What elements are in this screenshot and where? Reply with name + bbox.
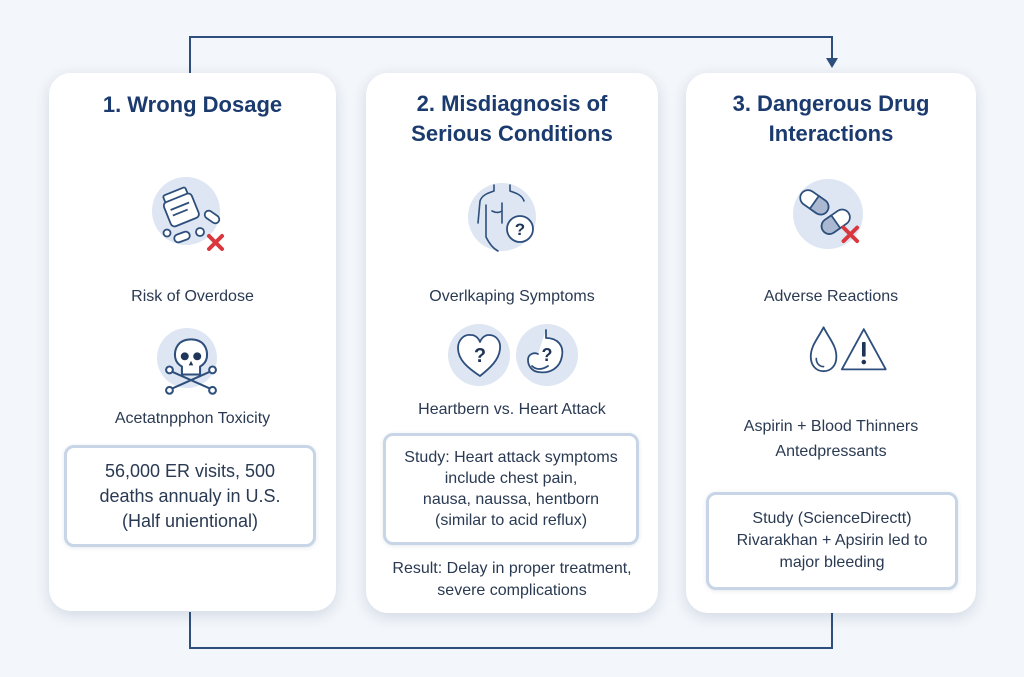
card-title: 3. Dangerous Drug Interactions bbox=[732, 91, 930, 146]
capsules-interaction-icon bbox=[793, 179, 863, 249]
caption-aspirin-blood-thinners: Aspirin + Blood Thinners Antedpressants bbox=[743, 418, 919, 460]
stats-line: 56,000 ER visits, 500 bbox=[104, 460, 276, 481]
skull-crossbones-icon bbox=[157, 328, 217, 395]
stats-box: 56,000 ER visits, 500 deaths annualy in … bbox=[64, 445, 316, 547]
study-box: Study: Heart attack symptoms include che… bbox=[383, 433, 639, 545]
svg-text:?: ? bbox=[474, 345, 486, 367]
card-title: 2. Misdiagnosis of Serious Conditions bbox=[411, 91, 613, 146]
card-title: 1. Wrong Dosage bbox=[102, 92, 283, 117]
study-line: include chest pain, bbox=[444, 470, 578, 487]
bottom-return-line bbox=[189, 612, 833, 649]
heart-stomach-question-icon: ? ? bbox=[448, 324, 578, 388]
stats-line: deaths annualy in U.S. bbox=[99, 485, 281, 506]
study-line: Study (ScienceDirectt) bbox=[752, 510, 912, 527]
pill-bottle-overdose-icon bbox=[152, 177, 224, 251]
result-text: Result: Delay in proper treatment, sever… bbox=[392, 560, 632, 599]
card-misdiagnosis: 2. Misdiagnosis of Serious Conditions ? … bbox=[366, 73, 658, 613]
study-line: nausa, naussa, hentborn bbox=[422, 491, 600, 508]
caption-heartburn-vs-heart-attack: Heartbern vs. Heart Attack bbox=[418, 401, 606, 418]
arrowhead-top-right bbox=[826, 58, 838, 68]
study-box: Study (ScienceDirectt) Rivarakhan + Apsi… bbox=[706, 492, 958, 590]
study-line: Study: Heart attack symptoms bbox=[404, 449, 618, 466]
caption-risk-of-overdose: Risk of Overdose bbox=[131, 288, 254, 305]
card-wrong-dosage: 1. Wrong Dosage Risk of Overdose bbox=[49, 73, 336, 611]
drop-warning-icon bbox=[786, 320, 887, 390]
top-connector-line bbox=[189, 36, 833, 78]
caption-acetaminophen-toxicity: Acetatnpphon Toxicity bbox=[114, 410, 271, 427]
caption-adverse-reactions: Adverse Reactions bbox=[763, 288, 899, 305]
svg-text:?: ? bbox=[542, 345, 553, 365]
body-question-icon: ? bbox=[468, 183, 536, 252]
study-line: Rivarakhan + Apsirin led to bbox=[736, 532, 928, 549]
caption-overlapping-symptoms: Overlkaping Symptoms bbox=[429, 288, 595, 305]
stats-line: (Half unientional) bbox=[121, 510, 259, 531]
study-line: major bleeding bbox=[779, 554, 885, 571]
study-line: (similar to acid reflux) bbox=[434, 512, 588, 529]
card-drug-interactions: 3. Dangerous Drug Interactions Adverse R… bbox=[686, 73, 976, 613]
svg-text:?: ? bbox=[515, 220, 525, 239]
